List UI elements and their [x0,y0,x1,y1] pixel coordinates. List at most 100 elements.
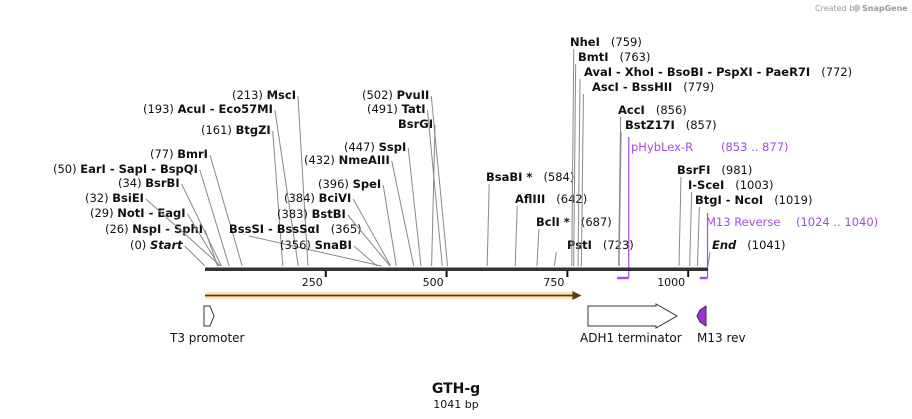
site-spei[interactable]: (396) SpeI [318,177,397,267]
primer-m13-reverse[interactable]: M13 Reverse(1024 .. 1040) [699,213,878,280]
site-bstz17i[interactable]: BstZ17I (857) [618,118,717,267]
site-leader [427,109,443,267]
site-name: AvaI - XhoI - BsoBI - PspXI - PaeR7I [584,65,810,79]
site-position: (29) [90,206,117,220]
site-name: BsaBI * [486,170,532,184]
axis-tick-label: 750 [543,276,564,289]
site-position: (857) [686,118,717,132]
site-end[interactable]: End(1041) [707,238,786,267]
axis-tick-label: 1000 [657,276,685,289]
site-acci[interactable]: AccI(856) [618,103,687,267]
site-name: BtgI - NcoI [695,193,763,207]
site-position: (383) [277,207,312,221]
site-leader [618,116,622,267]
snapgene-logo: SnapGene [862,4,908,13]
site-bsrgi[interactable]: BsrGI [398,117,436,267]
svg-text:(193) AcuI - Eco57MI: (193) AcuI - Eco57MI [143,102,273,116]
site-asci[interactable]: AscI - BssHII(779) [580,80,714,267]
svg-text:AvaI - XhoI - BsoBI - PspXI -: AvaI - XhoI - BsoBI - PspXI - PaeR7I (772… [584,65,852,79]
restriction-sites: (0) Start(26) NspI - SphI (29) NotI - Eag… [53,35,852,267]
site-eari[interactable]: (50) EarI - SapI - BspQI [53,162,230,267]
site-bcivi[interactable]: (384) BciVI [284,191,391,267]
site-name: BsrBI [145,176,179,190]
site-position: (584) [543,170,574,184]
feature-label: M13 rev [697,331,746,345]
site-nhei[interactable]: NheI(759) [570,35,642,267]
site-name: SpeI [353,177,382,191]
feature-label: T3 promoter [169,331,245,345]
site-bsrbi[interactable]: (34) BsrBI [118,176,222,267]
site-bstbi[interactable]: (383) BstBI [277,207,391,267]
site-bsiei[interactable]: (32) BsiEI [85,191,221,267]
site-i-scei[interactable]: I-SceI(1003) [688,178,773,267]
site-bcli[interactable]: BclI *(687) [536,215,612,267]
site-snabi[interactable]: (356) SnaBI [280,238,378,267]
sequence-title: GTH-g [432,381,480,397]
site-name: PvuII [397,88,430,102]
svg-text:(29) NotI - EagI: (29) NotI - EagI [90,206,185,220]
feature-adh1-terminator[interactable]: ADH1 terminator [580,303,682,345]
site-bsrfi[interactable]: BsrFI(981) [677,163,752,267]
site-position: (447) [344,140,379,154]
site-start[interactable]: (0) Start [130,238,206,267]
site-btgi[interactable]: BtgI - NcoI(1019) [695,193,812,267]
site-name: BciVI [319,191,352,205]
site-sspi[interactable]: (447) SspI [344,140,422,267]
site-position: (502) [362,88,397,102]
site-bsabi[interactable]: BsaBI * (584) [486,170,574,267]
site-psti[interactable]: PstI(723) [553,238,634,267]
svg-text:BsrFI(981): BsrFI(981) [677,163,752,177]
site-leader [553,251,557,267]
site-leader [571,48,575,267]
site-position: (77) [150,147,177,161]
site-leader [580,93,584,267]
site-bsssi[interactable]: BssSI - BssSαI(365) [229,222,382,267]
site-position: (193) [143,102,178,116]
site-leader [347,214,391,267]
site-bmri[interactable]: (77) BmrI [150,147,243,267]
site-nmeaiii[interactable]: (432) NmeAIII [304,153,415,267]
site-name: NmeAIII [339,153,390,167]
orf-arrow[interactable] [205,291,582,300]
svg-text:(77) BmrI: (77) BmrI [150,147,208,161]
site-bmti[interactable]: BmtI(763) [573,50,651,267]
site-btgzi[interactable]: (161) BtgZI [201,123,284,267]
site-acui[interactable]: (193) AcuI - Eco57MI [143,102,299,267]
orf-arrowhead [572,291,582,300]
feature-m13-rev[interactable]: M13 rev [696,305,746,345]
site-name: MscI [267,88,296,102]
site-name: NheI [570,35,600,49]
site-afliii[interactable]: AflIII(642) [514,192,587,267]
site-leader [187,213,220,267]
svg-text:(34) BsrBI: (34) BsrBI [118,176,180,190]
svg-text:(161) BtgZI: (161) BtgZI [201,123,271,137]
site-name: BmrI [177,147,208,161]
site-nspi[interactable]: (26) NspI - SphI [105,222,219,267]
site-msci[interactable]: (213) MscI [232,88,309,267]
site-position: (723) [603,238,634,252]
site-position: (34) [118,176,145,190]
sequence-length: 1041 bp [433,398,478,411]
site-name: BstZ17I [625,118,675,132]
site-tati[interactable]: (491) TatI [367,102,443,267]
site-noti[interactable]: (29) NotI - EagI [90,206,220,267]
site-position: (772) [821,65,852,79]
site-name: AccI [618,103,645,117]
site-position: (396) [318,177,353,191]
svg-text:(447) SspI: (447) SspI [344,140,406,154]
svg-text:BclI *(687): BclI *(687) [536,215,612,229]
backbone-line[interactable] [205,267,708,272]
primer-phyblex-r[interactable]: pHybLex-R(853 .. 877) [617,137,789,280]
primer-bind-arrow-shape [696,305,707,327]
site-leader [199,169,230,267]
site-name: TatI [402,102,426,116]
site-leader [696,206,700,267]
site-leader [678,176,682,267]
site-pvuii[interactable]: (502) PvuII [362,88,449,267]
site-avai[interactable]: AvaI - XhoI - BsoBI - PspXI - PaeR7I (772… [577,65,852,267]
svg-text:BsrGI: BsrGI [398,117,433,131]
site-position: (1003) [735,178,773,192]
site-leader [431,124,436,267]
feature-t3-promoter[interactable]: T3 promoter [169,305,245,345]
